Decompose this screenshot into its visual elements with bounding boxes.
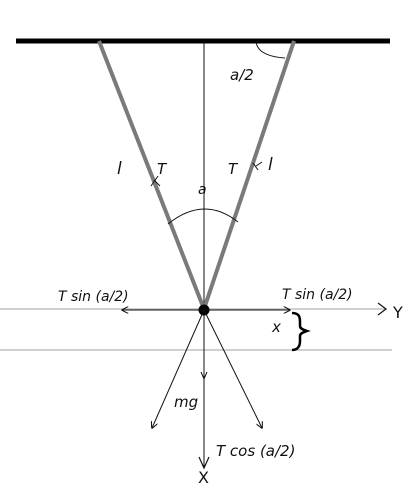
right-rod (202, 40, 296, 310)
right-component-label: T sin (a/2) (282, 287, 353, 303)
x-axis-arrowhead (198, 456, 210, 470)
x-displacement-label: x (271, 318, 281, 336)
right-tension-label: T (228, 160, 239, 178)
left-down-arrow (152, 309, 205, 428)
mg-arrow-marker (200, 371, 208, 381)
x-brace (291, 311, 311, 352)
left-tension-tick (150, 175, 161, 187)
apex-angle-arc (167, 208, 239, 225)
left-component-label: T sin (a/2) (58, 289, 129, 305)
vertical-component-label: T cos (a/2) (216, 442, 295, 460)
x-axis-label: X (198, 468, 209, 487)
right-tension-tick (252, 161, 263, 171)
left-tension-label: T (157, 160, 168, 178)
y-axis-arrowhead (377, 302, 387, 316)
left-length-label: l (117, 159, 122, 179)
right-down-arrow (203, 309, 262, 428)
top-angle-label: a/2 (230, 66, 254, 84)
weight-label: mg (174, 393, 198, 411)
left-rod (97, 40, 206, 310)
right-length-label: l (268, 155, 273, 175)
y-axis-label: Y (392, 303, 403, 322)
apex-angle-label: a (198, 182, 207, 198)
top-angle-arc (255, 40, 286, 59)
